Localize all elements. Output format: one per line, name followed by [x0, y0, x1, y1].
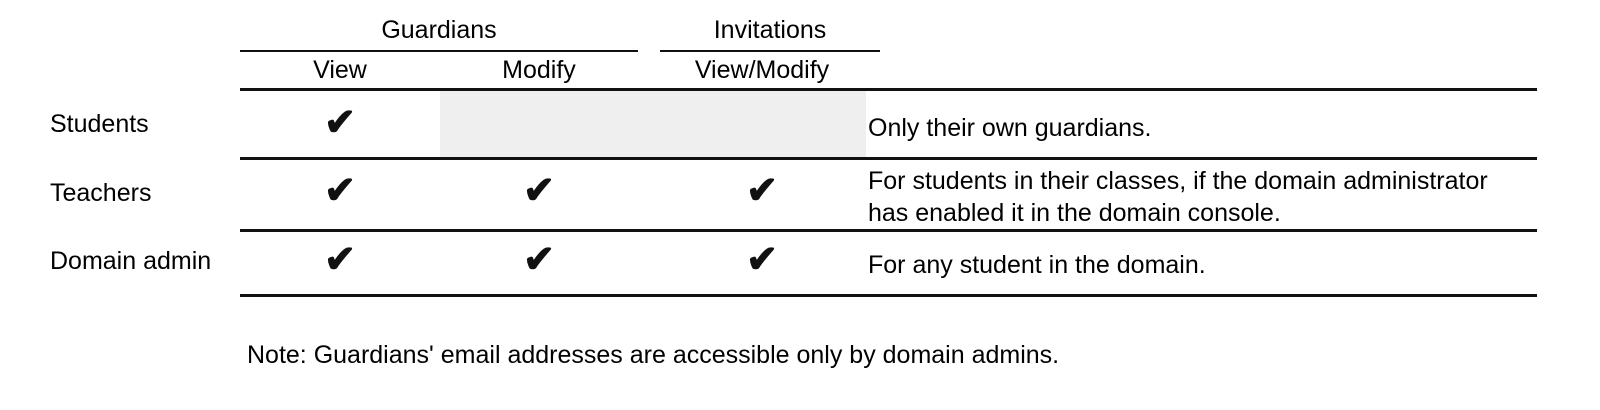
row-header-students: Students [50, 110, 149, 138]
column-header-modify: Modify [502, 56, 576, 84]
footnote: Note: Guardians' email addresses are acc… [247, 341, 1060, 369]
row-rule-after-students [240, 157, 1537, 160]
checkmark-icon-teachers-invitations-view-modify: ✔ [746, 170, 778, 212]
column-group-header-invitations: Invitations [713, 16, 827, 44]
group-rule-invitations [660, 50, 880, 52]
checkmark-icon-teachers-guardians-modify: ✔ [523, 170, 555, 212]
row-description-students: Only their own guardians. [868, 114, 1152, 142]
row-rule-after-teachers [240, 229, 1537, 232]
checkmark-icon-domain-admin-guardians-view: ✔ [324, 239, 356, 281]
checkmark-icon-students-guardians-view: ✔ [324, 102, 356, 144]
row-description-domain-admin: For any student in the domain. [868, 251, 1206, 279]
header-bottom-rule [240, 88, 1537, 91]
row-header-teachers: Teachers [50, 179, 152, 207]
column-header-view-modify: View/Modify [694, 56, 830, 84]
group-rule-guardians [240, 50, 638, 52]
row-header-domain-admin: Domain admin [50, 247, 212, 275]
row-description-teachers: For students in their classes, if the do… [868, 167, 1488, 227]
checkmark-icon-domain-admin-guardians-modify: ✔ [523, 239, 555, 281]
column-header-view: View [313, 56, 367, 84]
checkmark-icon-domain-admin-invitations-view-modify: ✔ [746, 239, 778, 281]
disabled-cell-shading-students [440, 91, 866, 157]
column-group-header-guardians: Guardians [381, 16, 497, 44]
checkmark-icon-teachers-guardians-view: ✔ [324, 170, 356, 212]
table-bottom-rule [240, 294, 1537, 297]
